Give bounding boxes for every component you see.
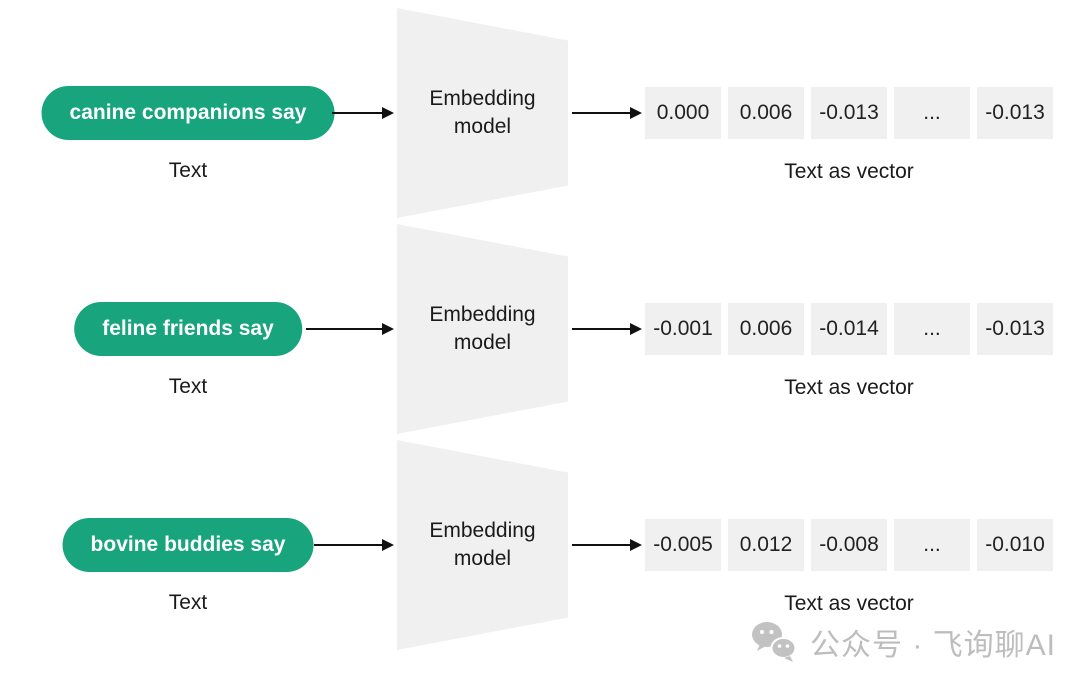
vector-cell: -0.013 — [977, 87, 1053, 139]
vector-cells: -0.001 0.006 -0.014 ... -0.013 — [645, 303, 1053, 355]
vector-cell: -0.008 — [811, 519, 887, 571]
vector-type-label: Text as vector — [784, 592, 914, 615]
input-column: canine companions say Text — [0, 8, 380, 220]
embedding-model-label: Embedding model — [429, 86, 536, 138]
input-column: feline friends say Text — [0, 224, 380, 436]
input-type-label: Text — [168, 591, 208, 614]
input-text-pill: bovine buddies say — [62, 518, 314, 572]
input-type-label: Text — [168, 159, 208, 182]
embedding-model-block: Embedding model — [397, 224, 568, 434]
embedding-model-label: Embedding model — [429, 302, 536, 354]
input-text-pill: feline friends say — [74, 302, 302, 356]
embedding-model-block: Embedding model — [397, 8, 568, 218]
vector-cell: -0.013 — [811, 87, 887, 139]
input-column: bovine buddies say Text — [0, 440, 380, 652]
vector-cell: -0.013 — [977, 303, 1053, 355]
arrow-model-to-vector — [572, 323, 642, 335]
vector-cell-ellipsis: ... — [894, 87, 970, 139]
embedding-model-block: Embedding model — [397, 440, 568, 650]
vector-cell: -0.001 — [645, 303, 721, 355]
vector-cells: -0.005 0.012 -0.008 ... -0.010 — [645, 519, 1053, 571]
vector-cell: 0.006 — [728, 303, 804, 355]
arrow-model-to-vector — [572, 107, 642, 119]
watermark: 公众号 · 飞询聊AI — [750, 620, 1056, 664]
input-text-pill: canine companions say — [41, 86, 335, 140]
watermark-text: 公众号 · 飞询聊AI — [810, 629, 1057, 662]
vector-type-label: Text as vector — [784, 376, 914, 399]
vector-cell: -0.005 — [645, 519, 721, 571]
vector-cell-ellipsis: ... — [894, 519, 970, 571]
vector-cell-ellipsis: ... — [894, 303, 970, 355]
vector-cell: 0.012 — [728, 519, 804, 571]
arrow-input-to-model — [306, 323, 394, 335]
wechat-icon — [752, 622, 797, 662]
arrow-model-to-vector — [572, 539, 642, 551]
diagram-row-canine: canine companions say Text Embedding mod… — [0, 8, 1080, 220]
embedding-model-label: Embedding model — [429, 518, 536, 570]
vector-cells: 0.000 0.006 -0.013 ... -0.013 — [645, 87, 1053, 139]
arrow-input-to-model — [314, 539, 394, 551]
vector-cell: -0.010 — [977, 519, 1053, 571]
vector-cell: -0.014 — [811, 303, 887, 355]
arrow-input-to-model — [332, 107, 394, 119]
vector-type-label: Text as vector — [784, 160, 914, 183]
vector-cell: 0.006 — [728, 87, 804, 139]
diagram-row-feline: feline friends say Text Embedding model … — [0, 224, 1080, 436]
diagram-row-bovine: bovine buddies say Text Embedding model … — [0, 440, 1080, 652]
vector-cell: 0.000 — [645, 87, 721, 139]
input-type-label: Text — [168, 375, 208, 398]
